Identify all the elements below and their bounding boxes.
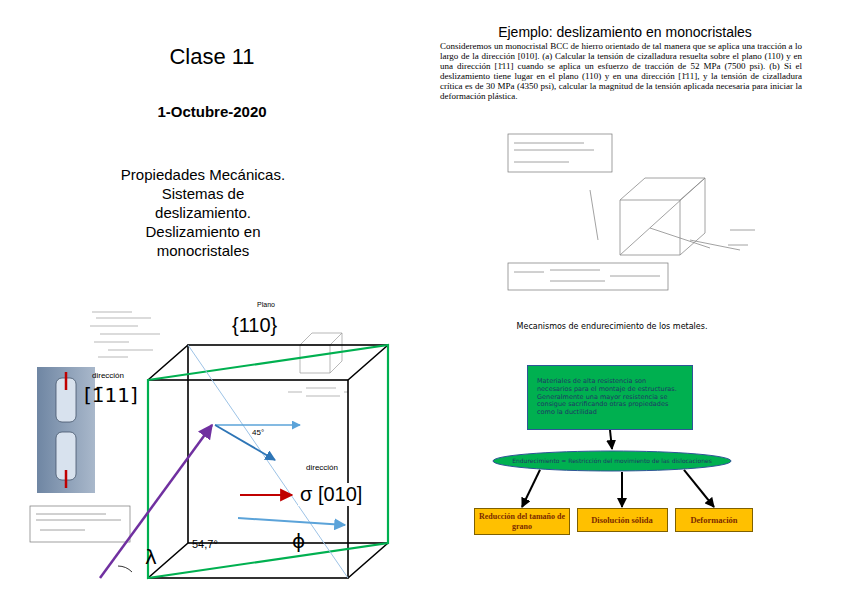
- sketch-lines: [590, 190, 755, 245]
- scanned-figure: [590, 178, 755, 255]
- process-box: Materiales de alta resistencia son neces…: [527, 365, 693, 430]
- phi-arrow: [238, 518, 345, 525]
- cube-front-face: [148, 380, 348, 578]
- section-heading: Mecanismos de endurecimiento de los meta…: [517, 322, 708, 331]
- node-text: Disolución sólida: [582, 515, 663, 525]
- flow-arrow: [610, 430, 612, 449]
- force-arrow: [65, 372, 68, 390]
- direction-caption: dirección: [92, 371, 124, 380]
- ellipse-node: Endurecimiento = Restricción del movimie…: [492, 450, 732, 472]
- sketch-formula: [288, 388, 348, 396]
- node-text: Materiales de alta resistencia son neces…: [537, 378, 683, 417]
- subtitle: Propiedades Mecánicas. Sistemas de desli…: [113, 165, 293, 260]
- plane-index: {110}: [232, 314, 277, 337]
- direction-index: [1̄11]: [84, 384, 138, 407]
- stress-arrow: [240, 494, 292, 496]
- mechanism-box: Disolución sólida: [577, 508, 668, 532]
- angle-label: 54,7°: [192, 538, 218, 551]
- date-label: 1-Octubre-2020: [157, 103, 266, 120]
- normal-arrow: [215, 424, 300, 426]
- node-text: Endurecimiento = Restricción del movimie…: [512, 457, 712, 464]
- cube-back-face: [188, 345, 388, 543]
- force-arrow: [65, 470, 68, 488]
- ellipse-shape: [493, 451, 731, 471]
- flow-arrow: [621, 472, 623, 507]
- mechanism-box: Reducción del tamaño de grano: [474, 508, 570, 535]
- slip-direction-arrow: [100, 425, 212, 578]
- lambda-symbol: λ: [145, 546, 157, 569]
- example-text: Consideremos un monocristal BCC de hierr…: [440, 41, 802, 101]
- formula-box: [508, 263, 668, 290]
- direction-caption: dirección: [306, 463, 338, 472]
- stress-label: σ [010]: [298, 483, 364, 506]
- angle-label: 45°: [252, 428, 264, 437]
- slide-title: Clase 11: [169, 44, 254, 70]
- flow-arrow: [522, 470, 540, 507]
- example-title: Ejemplo: deslizamiento en monocristales: [498, 24, 752, 40]
- cube-diagonal: [188, 345, 348, 578]
- formula-scan: [514, 143, 594, 162]
- formula-scan: [36, 514, 121, 530]
- plane-normal-arrow: [215, 425, 275, 460]
- flow-arrow: [684, 470, 714, 507]
- node-text: Deformación: [680, 515, 748, 525]
- formula-box: [30, 506, 130, 542]
- phi-symbol: ϕ: [292, 530, 305, 553]
- angle-arc: [118, 566, 132, 572]
- node-text: Reducción del tamaño de grano: [479, 512, 565, 531]
- sketch-lines: [620, 178, 740, 255]
- formula-scan: [514, 270, 660, 281]
- plane-caption: Plano: [257, 301, 275, 309]
- mechanism-box: Deformación: [675, 508, 753, 532]
- sketch-lines: [90, 312, 160, 357]
- formula-box: [508, 134, 612, 172]
